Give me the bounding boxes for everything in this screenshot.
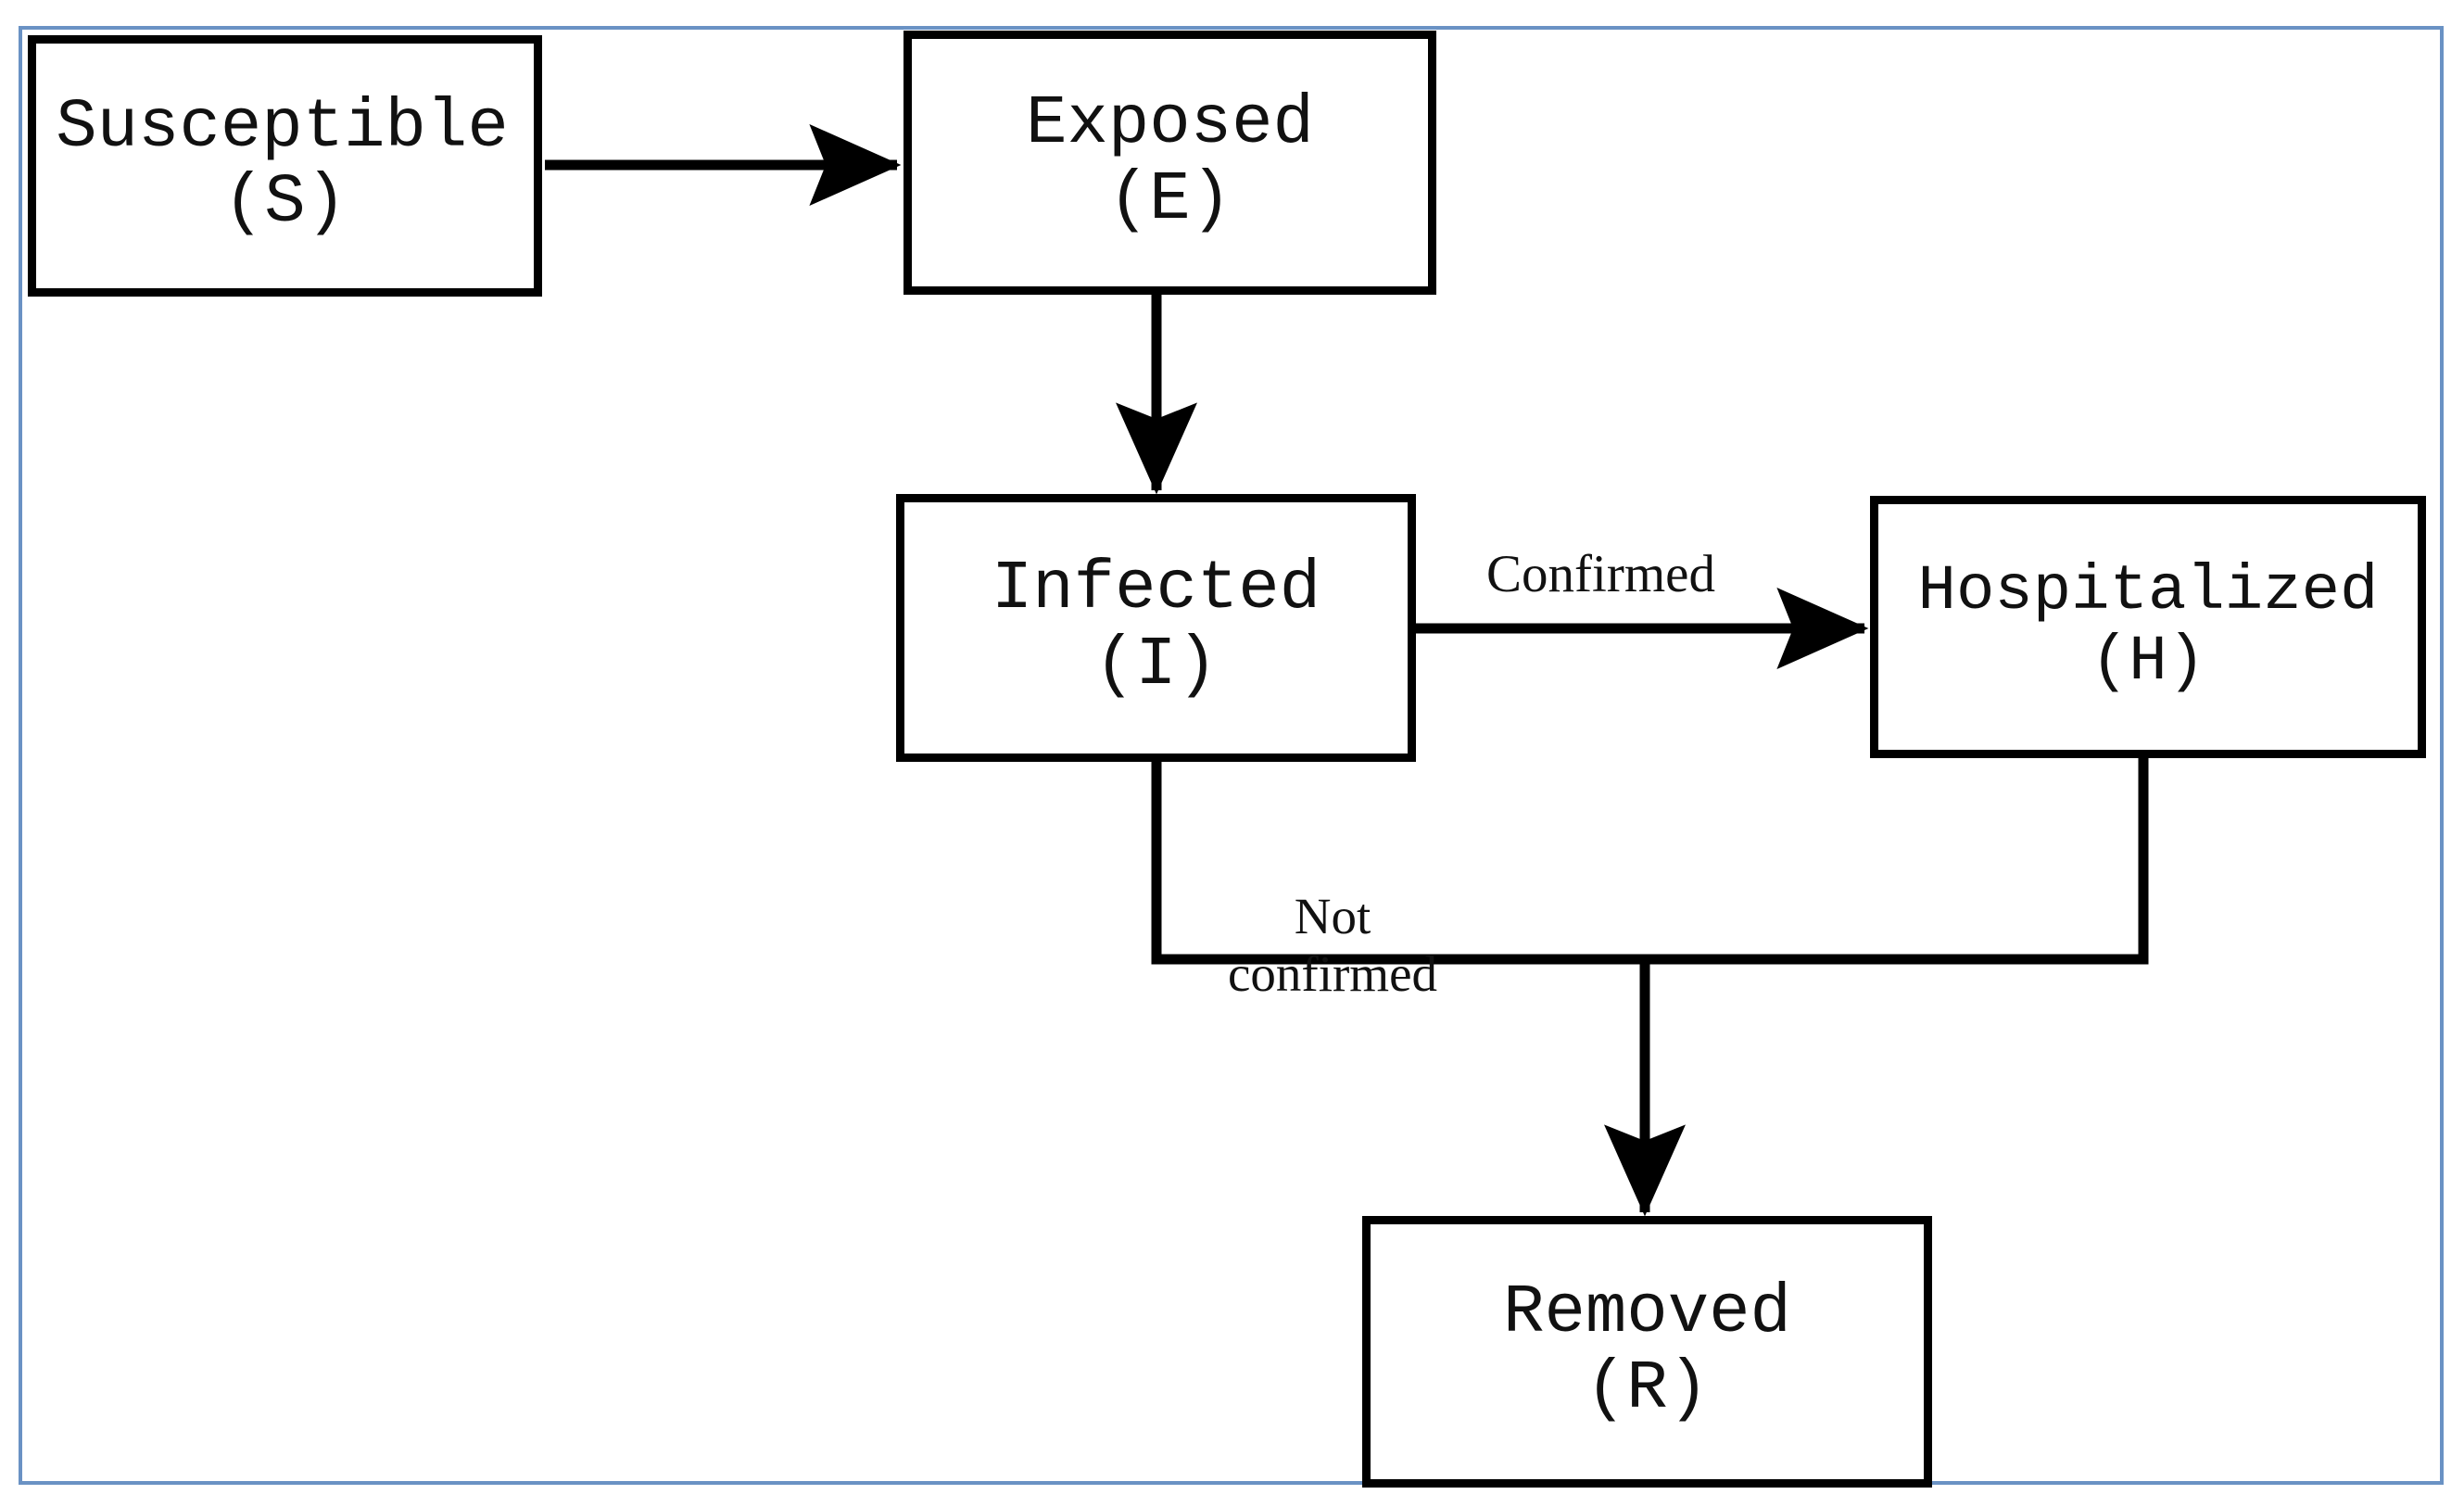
edge-label-not-confirmed: Not confirmed [1184, 888, 1481, 1003]
node-hospitalized-symbol: (H) [2090, 625, 2206, 698]
node-susceptible[interactable]: Susceptible (S) [28, 35, 542, 297]
edge-label-confirmed: Confirmed [1486, 545, 1715, 603]
node-infected-name: Infected [991, 551, 1321, 629]
node-susceptible-symbol: (S) [222, 164, 347, 242]
node-susceptible-name: Susceptible [56, 88, 509, 167]
edge-infected-to-removed [1151, 760, 1645, 965]
node-infected[interactable]: Infected (I) [896, 494, 1416, 762]
node-exposed[interactable]: Exposed (E) [903, 31, 1436, 295]
node-exposed-symbol: (E) [1107, 160, 1232, 239]
figure-outer-frame [19, 26, 2444, 1485]
node-removed[interactable]: Removed (R) [1362, 1216, 1932, 1488]
node-removed-name: Removed [1503, 1274, 1791, 1353]
node-hospitalized-name: Hospitalized [1917, 554, 2379, 627]
edge-hospitalized-to-removed [1645, 756, 2149, 965]
node-infected-symbol: (I) [1093, 626, 1219, 704]
node-exposed-name: Exposed [1026, 85, 1314, 164]
edge-label-not-confirmed-line2: confirmed [1227, 945, 1437, 1003]
node-removed-symbol: (R) [1585, 1349, 1710, 1428]
node-hospitalized[interactable]: Hospitalized (H) [1870, 496, 2426, 758]
edge-label-not-confirmed-line1: Not [1294, 888, 1371, 944]
